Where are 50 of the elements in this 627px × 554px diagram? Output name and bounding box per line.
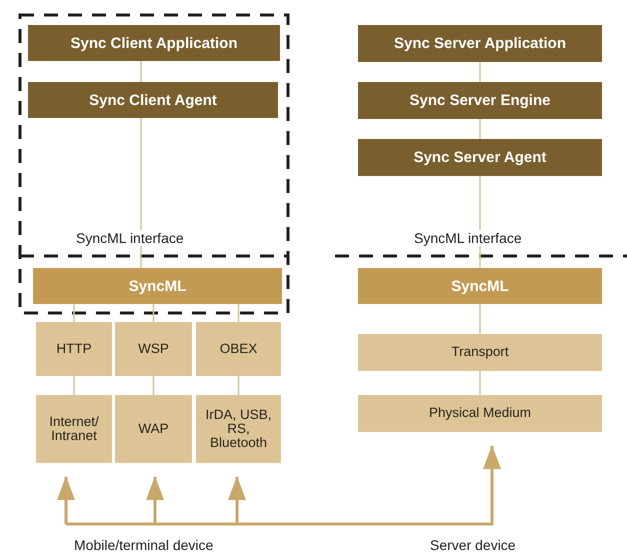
protocol-box — [36, 322, 112, 376]
node-label: IrDA, USB, RS, Bluetooth — [204, 408, 272, 450]
arrow — [228, 476, 246, 524]
node-label: Internet/ Intranet — [48, 414, 100, 444]
arrow — [66, 445, 501, 526]
node-label: WSP — [138, 342, 169, 356]
node-label: OBEX — [220, 342, 258, 356]
layer-box — [358, 334, 602, 371]
layer-box — [358, 268, 602, 304]
connector-line — [479, 371, 481, 395]
node-label: Sync Server Agent — [414, 149, 546, 166]
device-label: Server device — [428, 537, 518, 553]
layer-box — [358, 395, 602, 432]
layer-box — [358, 25, 602, 62]
connector-line — [152, 304, 154, 322]
interface-label: SyncML interface — [412, 230, 524, 246]
connector-line — [479, 62, 481, 82]
node-label: Sync Client Application — [70, 34, 238, 52]
connector-line — [73, 376, 75, 395]
interface-label: SyncML interface — [74, 230, 186, 246]
protocol-box — [115, 322, 192, 376]
connector-line — [238, 376, 240, 395]
connector-line — [140, 118, 142, 268]
node-label: WAP — [138, 422, 169, 436]
connector-line — [73, 304, 75, 322]
node-label: Sync Server Engine — [410, 92, 550, 109]
node-label: Sync Client Agent — [89, 92, 217, 108]
connector-line — [140, 61, 142, 82]
protocol-box — [196, 322, 281, 376]
node-label: Physical Medium — [428, 406, 532, 421]
connector-line — [479, 119, 481, 139]
connector-line — [238, 304, 240, 322]
connector-line — [479, 304, 481, 334]
transport-box — [36, 395, 112, 463]
layer-box — [358, 82, 602, 119]
layer-box — [28, 25, 280, 61]
arrow — [57, 476, 75, 524]
node-label: SyncML — [128, 278, 186, 294]
layer-box — [33, 268, 282, 304]
transport-box — [196, 395, 281, 463]
transport-box — [115, 395, 192, 463]
layer-box — [28, 82, 278, 118]
node-label: HTTP — [56, 342, 92, 356]
arrow — [146, 476, 164, 524]
layer-box — [358, 139, 602, 176]
node-label: Sync Server Application — [394, 35, 566, 52]
node-label: Transport — [451, 345, 509, 360]
device-label: Mobile/terminal device — [72, 537, 216, 553]
connector-line — [152, 376, 154, 395]
node-label: SyncML — [451, 278, 509, 294]
